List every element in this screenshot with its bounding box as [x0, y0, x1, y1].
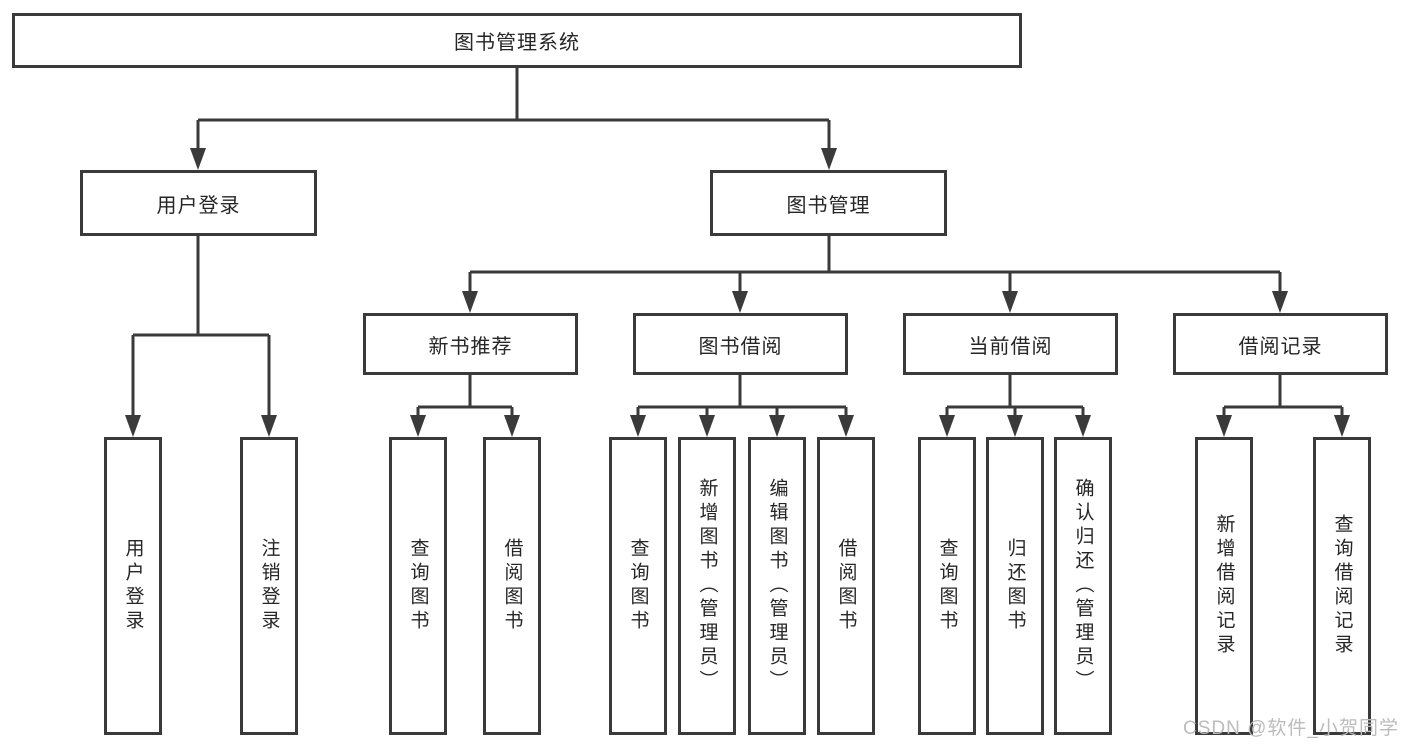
node-book-management: 图书管理 [710, 170, 947, 236]
leaf-borrowing-query-books: 查询图书 [609, 437, 667, 735]
node-user-login: 用户登录 [80, 170, 317, 236]
leaf-current-confirm-return-admin: 确认归还（管理员） [1054, 437, 1112, 735]
leaf-borrowing-add-books-admin: 新增图书（管理员） [678, 437, 736, 735]
node-borrow-records: 借阅记录 [1173, 313, 1388, 375]
leaf-logout: 注销登录 [240, 437, 298, 735]
leaf-borrowing-edit-books-admin: 编辑图书（管理员） [748, 437, 806, 735]
leaf-current-return-books: 归还图书 [986, 437, 1044, 735]
leaf-newbook-query-books: 查询图书 [389, 437, 447, 735]
leaf-records-query-record: 查询借阅记录 [1313, 437, 1371, 735]
node-new-book-recommend: 新书推荐 [363, 313, 578, 375]
leaf-newbook-borrow-books: 借阅图书 [483, 437, 541, 735]
leaf-borrowing-borrow-books: 借阅图书 [817, 437, 875, 735]
node-book-borrowing: 图书借阅 [633, 313, 848, 375]
node-current-borrowing: 当前借阅 [903, 313, 1118, 375]
arrowhead-icons [125, 148, 1350, 437]
leaf-records-add-record: 新增借阅记录 [1195, 437, 1253, 735]
csdn-watermark: CSDN @软件_小贺同学 [1183, 718, 1399, 739]
leaf-user-login: 用户登录 [104, 437, 162, 735]
node-root-system: 图书管理系统 [12, 13, 1022, 68]
leaf-current-query-books: 查询图书 [918, 437, 976, 735]
